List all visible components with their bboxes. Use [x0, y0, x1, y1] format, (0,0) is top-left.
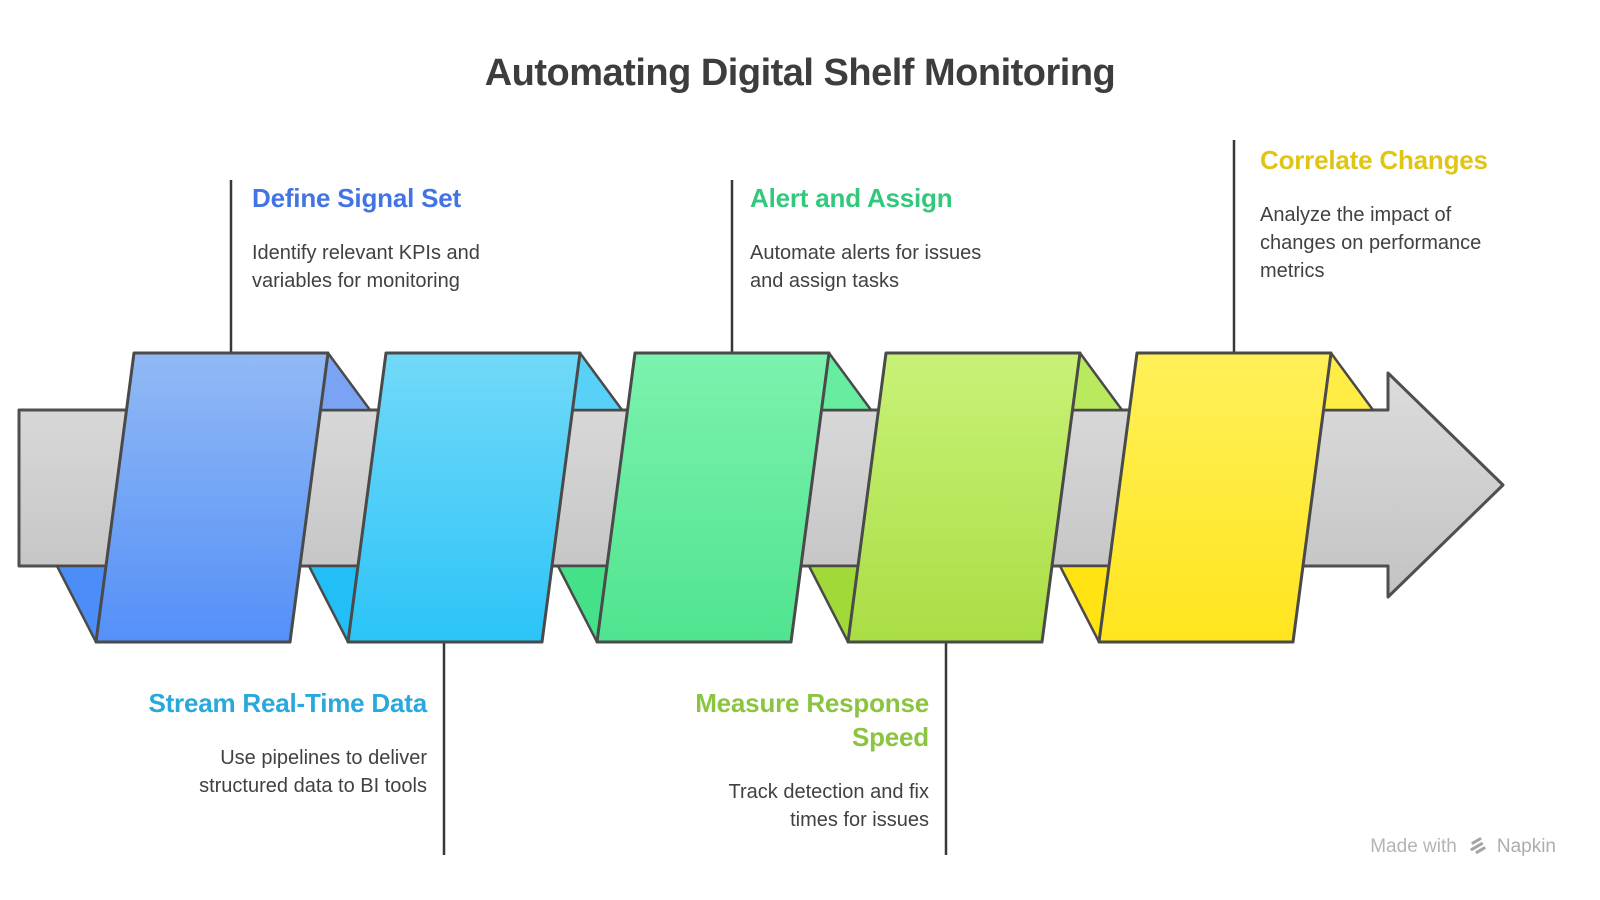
- callout-define-signal-set: Define Signal Set Identify relevant KPIs…: [252, 181, 542, 295]
- ribbon-step5: [1058, 351, 1375, 644]
- ribbon-step1: [55, 351, 372, 644]
- ribbon-step2-face: [346, 351, 582, 644]
- step3-description: Automate alerts for issues and assign ta…: [750, 242, 982, 292]
- step5-description: Analyze the impact of changes on perform…: [1260, 204, 1482, 282]
- step4-label: Measure Response Speed: [695, 688, 929, 752]
- step5-label: Correlate Changes: [1260, 145, 1488, 175]
- ribbon-step4: [807, 351, 1124, 644]
- step3-label: Alert and Assign: [750, 183, 953, 213]
- ribbon-step3: [556, 351, 873, 644]
- callout-alert-and-assign: Alert and Assign Automate alerts for iss…: [750, 181, 1040, 295]
- step4-description: Track detection and fix times for issues: [728, 781, 929, 831]
- ribbon-step5-face: [1097, 351, 1333, 644]
- step1-description: Identify relevant KPIs and variables for…: [252, 242, 480, 292]
- ribbon-step3-face: [595, 351, 831, 644]
- napkin-logo-icon: [1470, 837, 1486, 854]
- page-title: Automating Digital Shelf Monitoring: [484, 52, 1116, 94]
- napkin-brand-text: Napkin: [1496, 836, 1556, 857]
- callout-correlate-changes: Correlate Changes Analyze the impact of …: [1260, 143, 1520, 285]
- ribbon-step4-face: [846, 351, 1082, 644]
- step2-description: Use pipelines to deliver structured data…: [199, 747, 427, 797]
- made-with-text: Made with: [1370, 836, 1457, 857]
- ribbon-step1-face: [94, 351, 330, 644]
- watermark: Made with Napkin: [1370, 836, 1556, 858]
- step2-label: Stream Real-Time Data: [148, 688, 427, 718]
- callout-measure-response-speed: Measure Response Speed Track detection a…: [649, 686, 929, 834]
- step1-label: Define Signal Set: [252, 183, 461, 213]
- ribbon-step2: [307, 351, 624, 644]
- callout-stream-real-time-data: Stream Real-Time Data Use pipelines to d…: [147, 686, 427, 800]
